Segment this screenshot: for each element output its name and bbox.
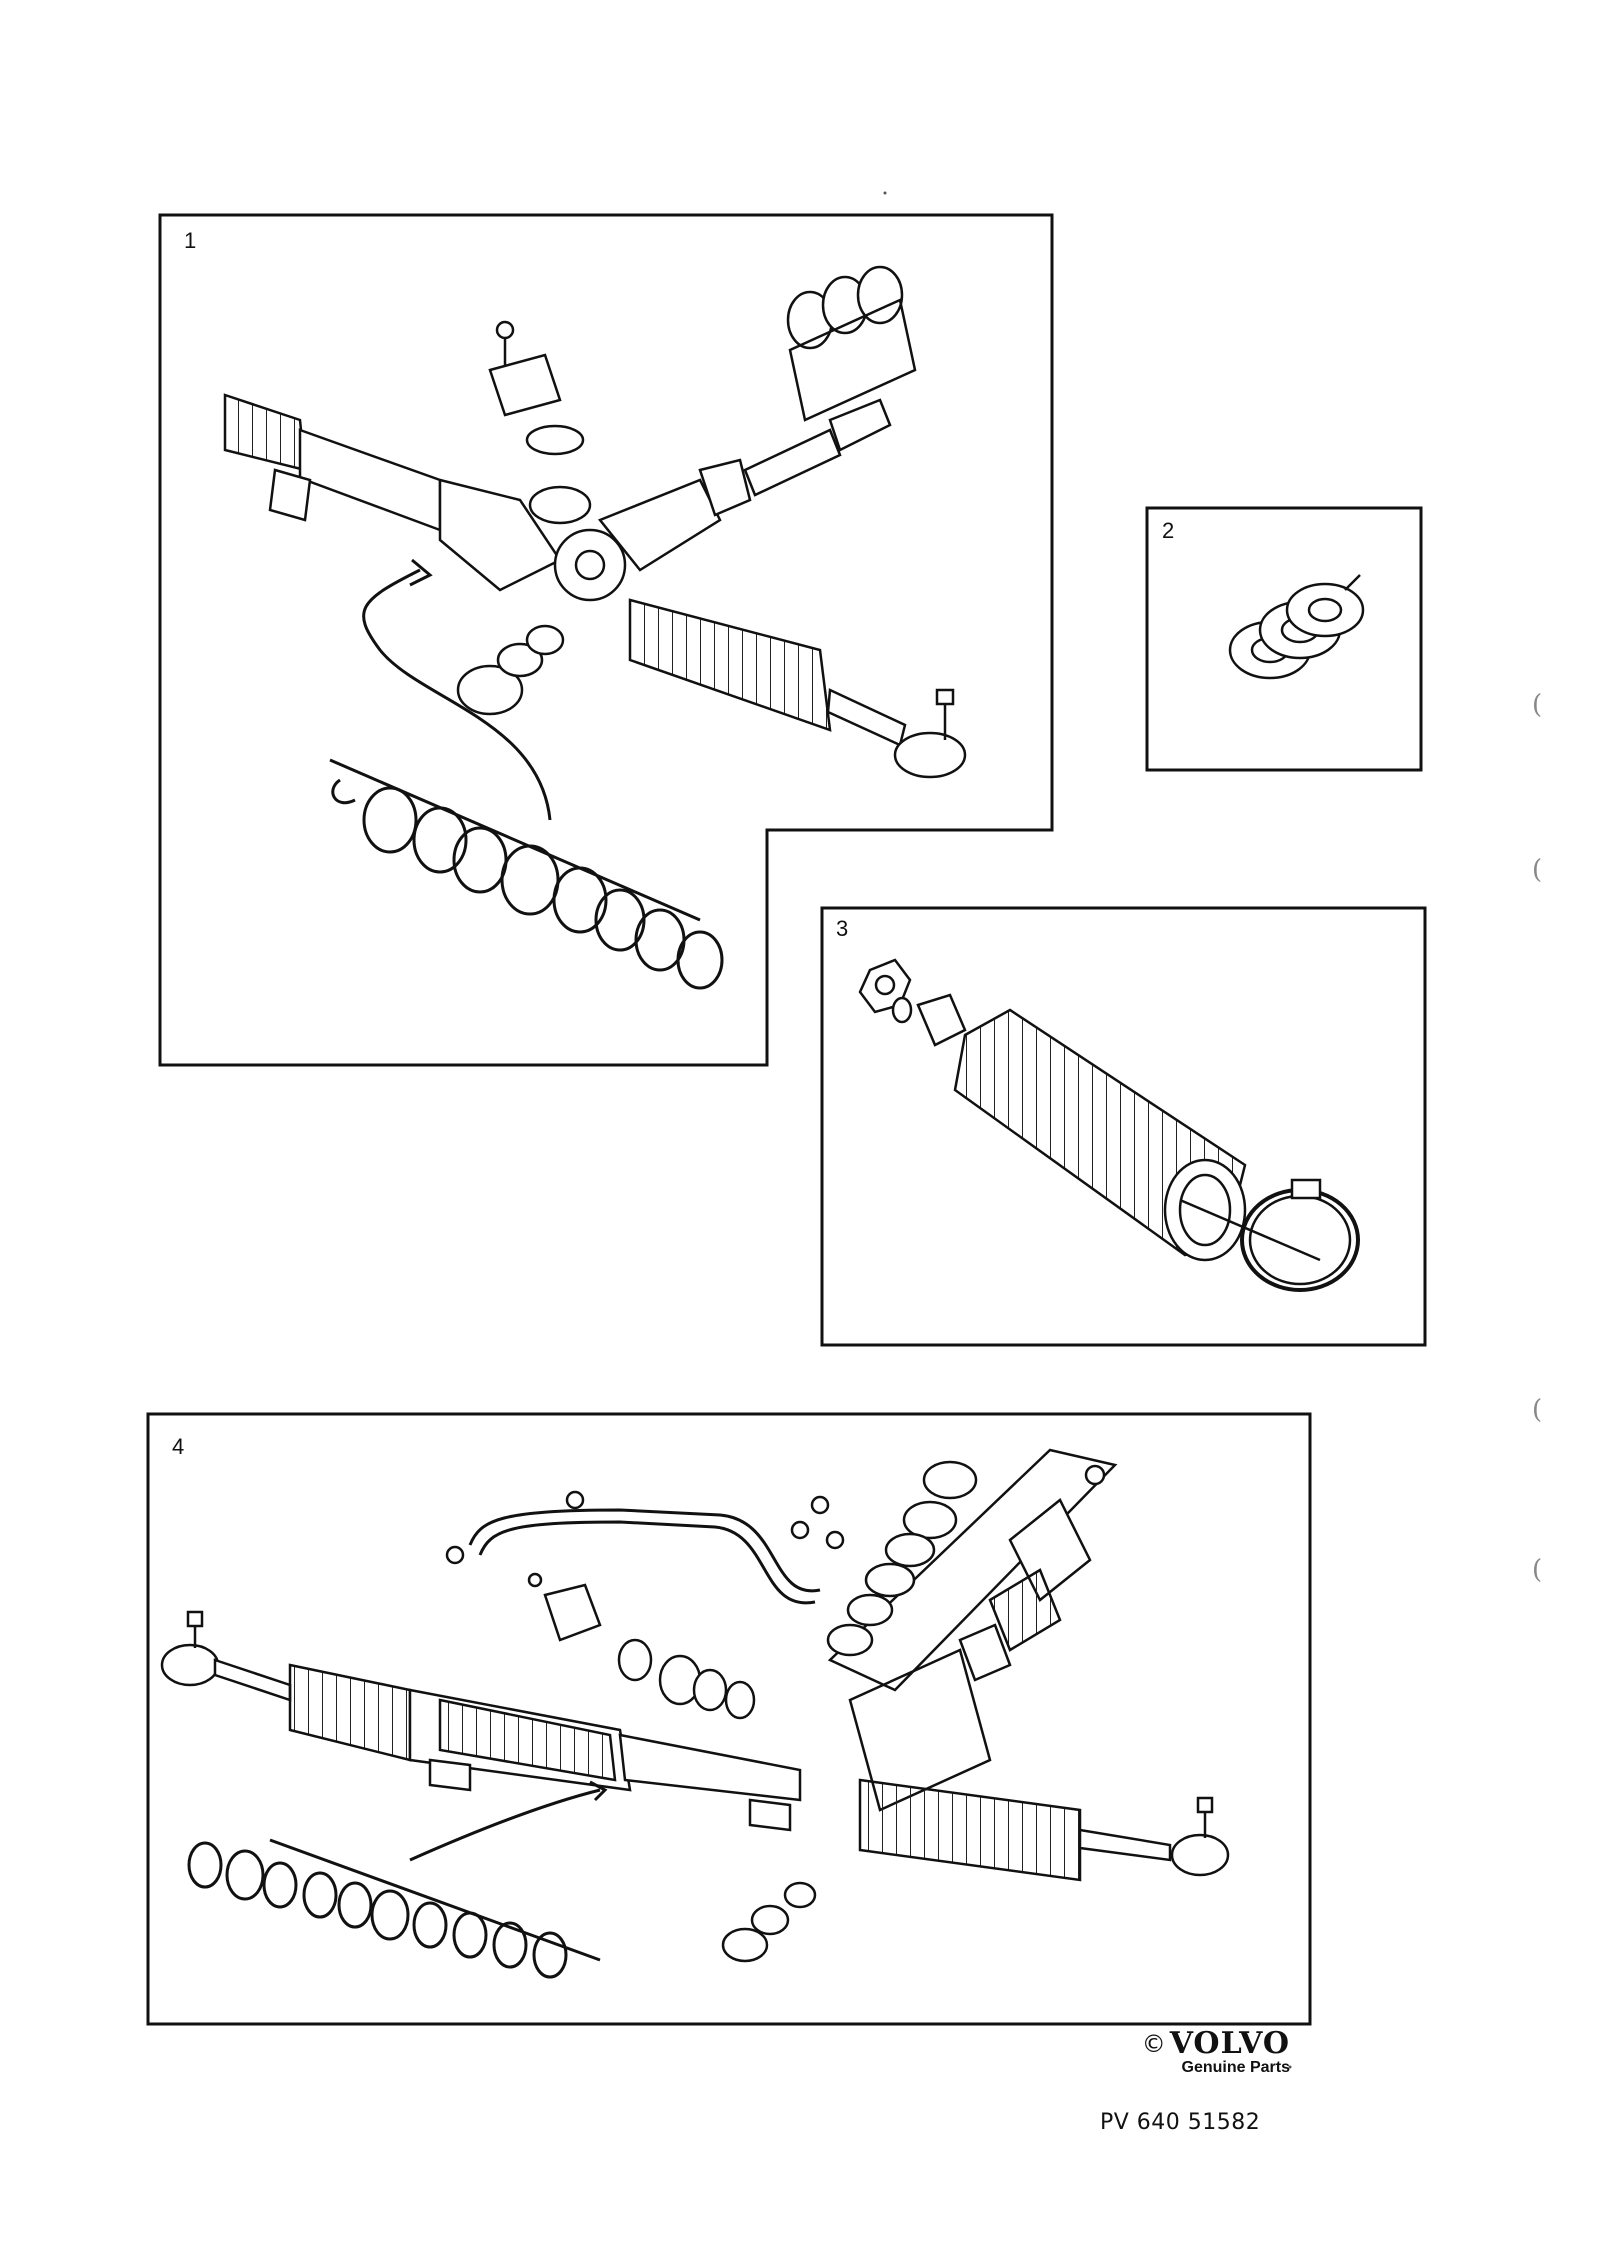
panel-label-4: 4 xyxy=(172,1434,185,1459)
panel-4-steering-rack xyxy=(160,1490,1230,1963)
volvo-logo: © VOLVO Genuine Parts xyxy=(1090,2026,1290,2077)
margin-mark: ( xyxy=(1532,1395,1543,1425)
panel-4-frame xyxy=(146,1412,1312,2026)
panel-1-frame xyxy=(158,213,1054,1067)
panel-label-1: 1 xyxy=(184,228,197,253)
brand-subtitle: Genuine Parts xyxy=(1181,2059,1290,2076)
margin-mark: ( xyxy=(1532,855,1543,885)
brand-name: VOLVO xyxy=(1169,2026,1290,2061)
margin-mark: ( xyxy=(1532,690,1543,720)
panel-3-bellows-kit xyxy=(858,958,1360,1292)
panel-4-pinion-kit xyxy=(826,1448,1118,1692)
panel-2-frame xyxy=(1145,506,1423,772)
margin-mark: ( xyxy=(1532,1555,1543,1585)
panel-1-seal-kit xyxy=(329,558,724,990)
panel-label-2: 2 xyxy=(1162,518,1175,543)
scan-dot xyxy=(883,191,887,195)
panel-2-bearing-kit xyxy=(1228,574,1365,680)
panel-label-3: 3 xyxy=(836,916,849,941)
panel-1-pinion-bearing-kit xyxy=(786,265,917,422)
copyright-symbol: © xyxy=(1141,2029,1166,2058)
part-number: PV 640 51582 xyxy=(1100,2110,1261,2135)
panel-3-frame xyxy=(820,906,1427,1347)
panel-4-seal-kit xyxy=(187,1780,608,1979)
panel-1-steering-rack xyxy=(223,320,967,779)
scan-dot xyxy=(1288,2065,1292,2069)
